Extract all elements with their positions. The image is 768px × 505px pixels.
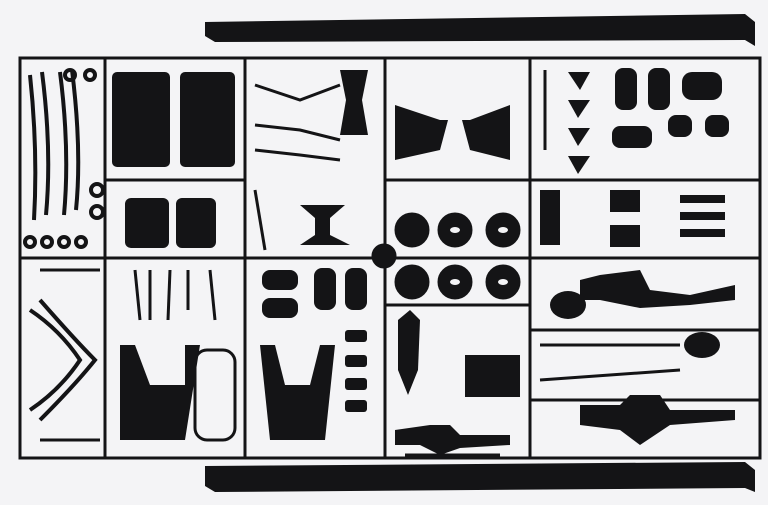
sprue-runners — [18, 56, 762, 460]
top-frame-rail — [205, 14, 755, 46]
a-arms — [133, 83, 341, 442]
mudflap-brackets — [395, 105, 510, 160]
small-rings — [23, 68, 105, 249]
axles — [395, 270, 735, 455]
air-tanks — [262, 68, 729, 412]
triangle-brackets — [568, 72, 590, 174]
wheel-hubs — [371, 212, 521, 300]
fuel-tanks — [112, 72, 235, 248]
bottom-frame-rail — [205, 462, 755, 492]
battery-boxes — [465, 190, 725, 397]
crossmembers — [120, 70, 368, 440]
leaf-springs — [28, 69, 98, 422]
rods — [40, 70, 681, 457]
